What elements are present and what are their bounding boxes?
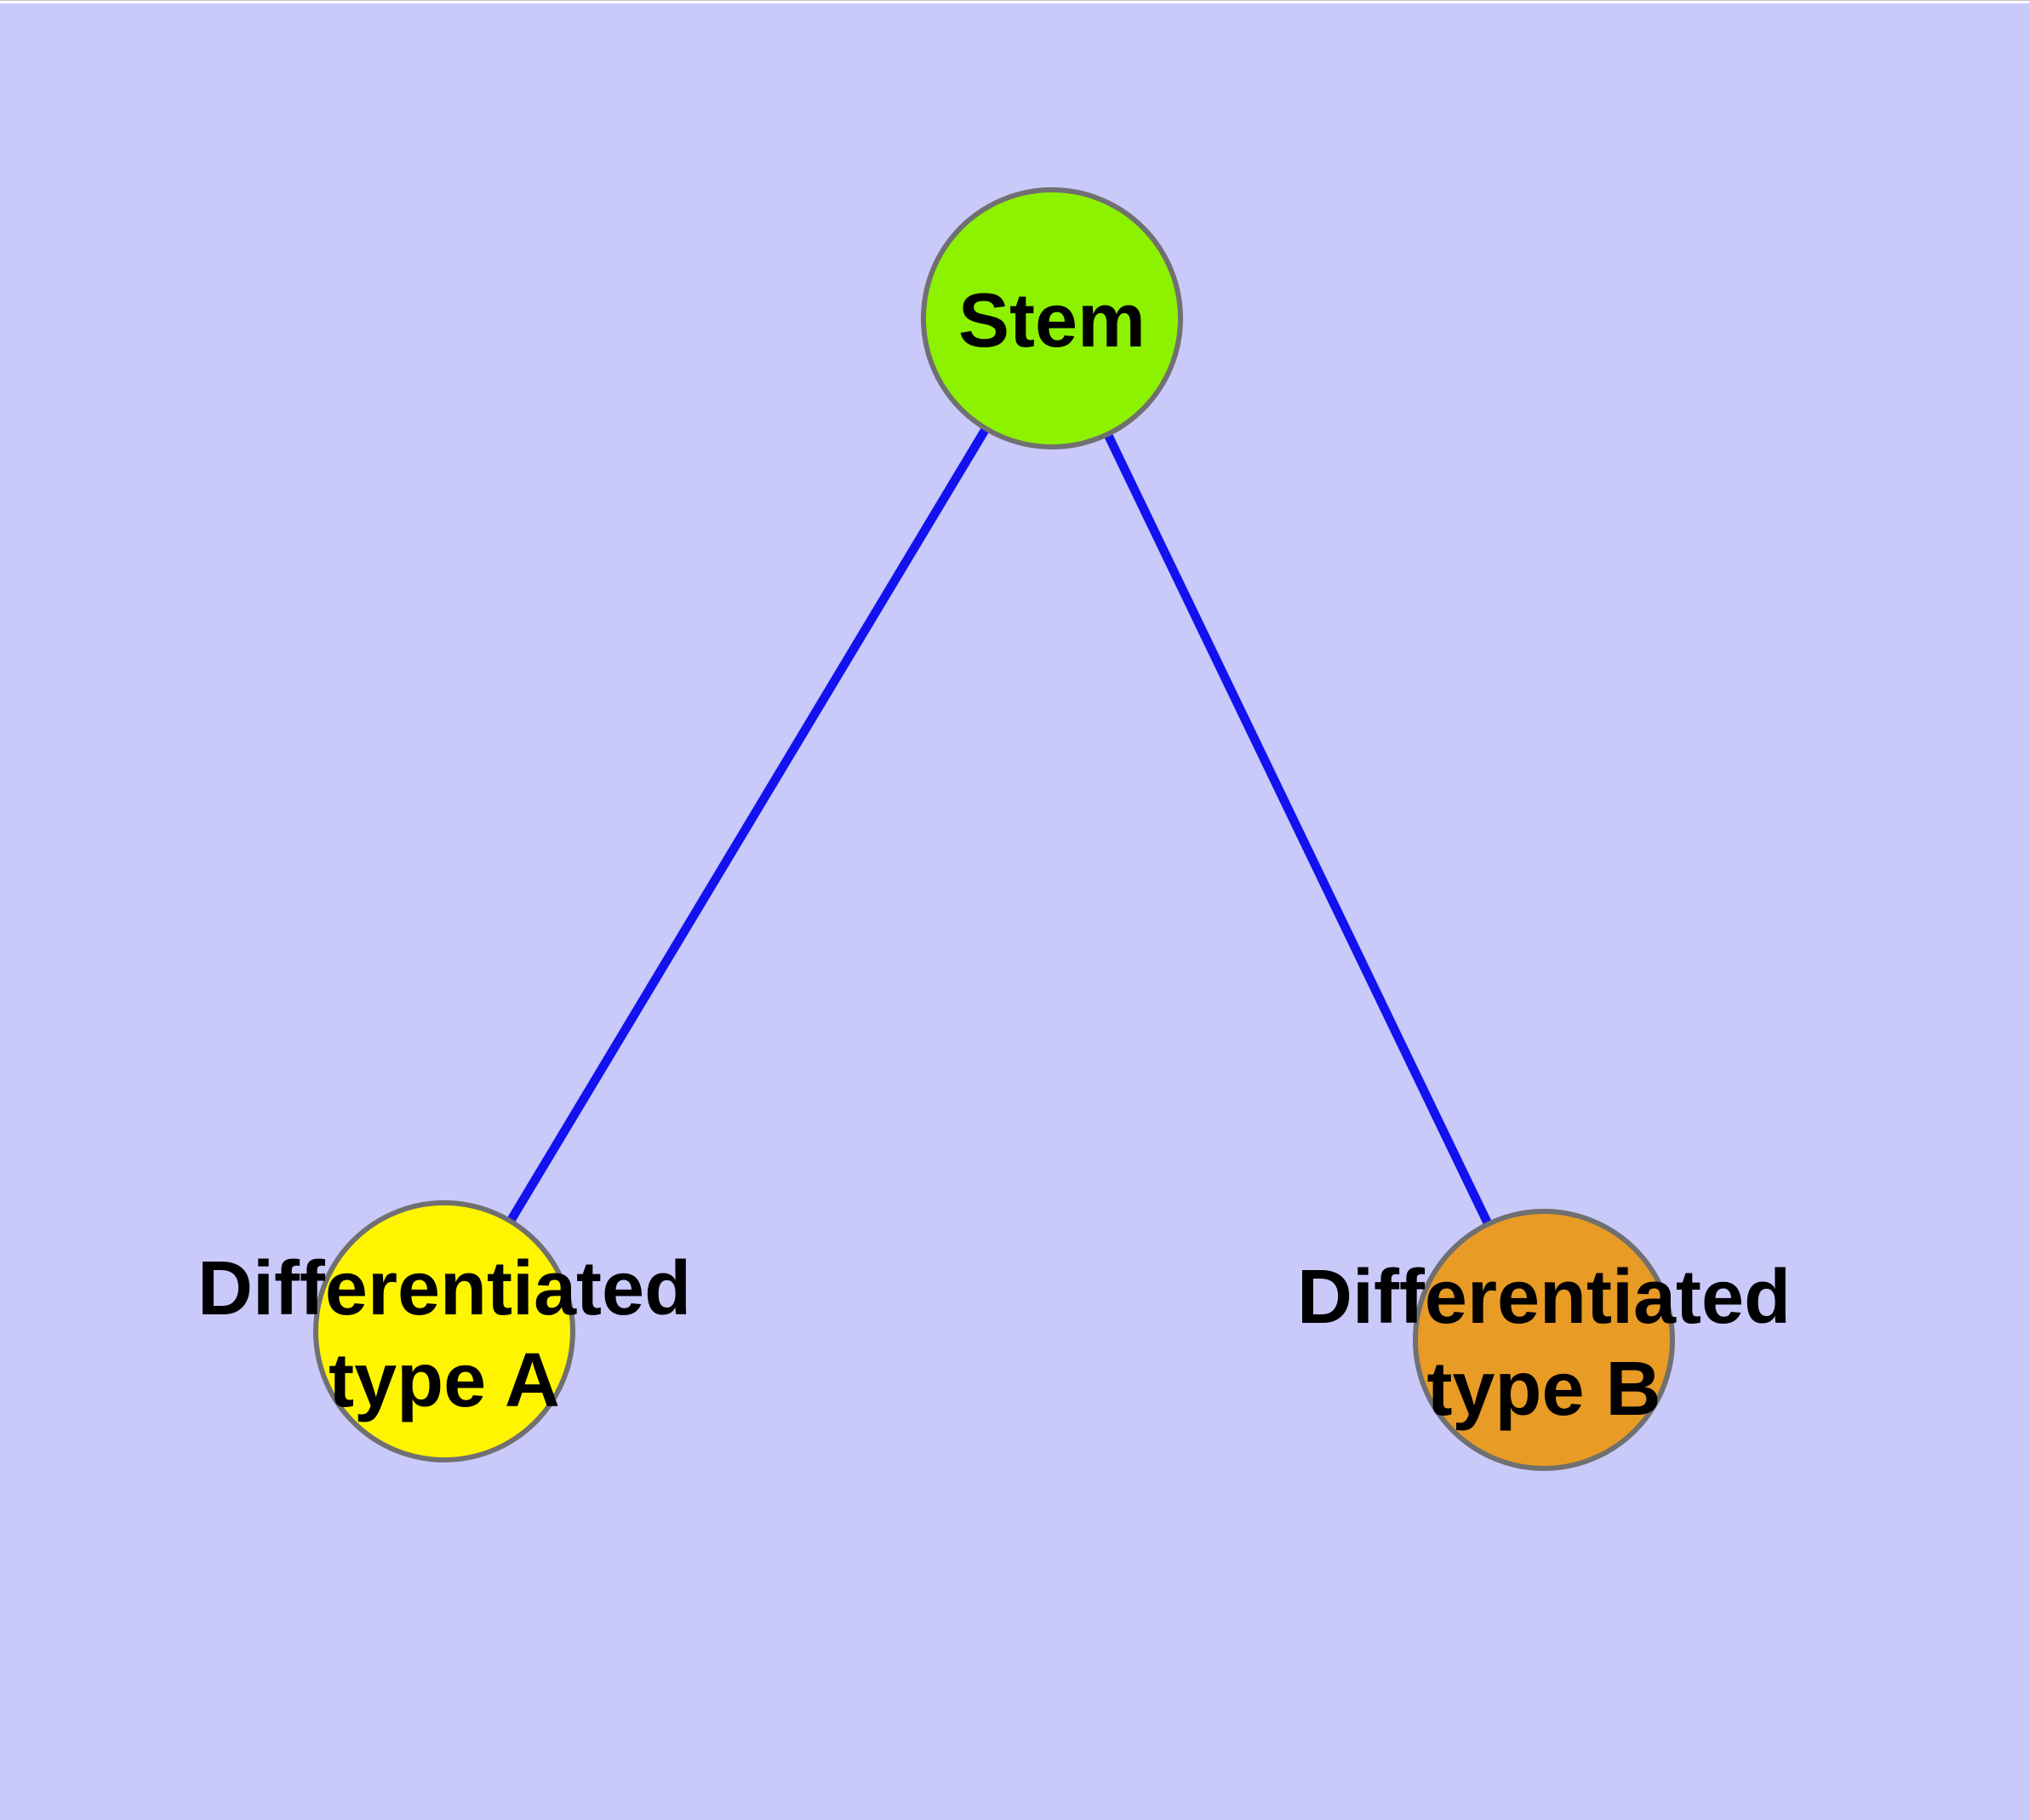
graph-drawing — [313, 187, 1675, 1471]
node-label-stem: Stem — [957, 278, 1146, 363]
top-strip — [0, 0, 2029, 3]
node-label-differentiated-type-a: Differentiated type A — [197, 1246, 692, 1423]
node-differentiated-type-a — [313, 1200, 575, 1462]
edge-stem-to-type-b — [1048, 316, 1548, 1342]
edge-stem-to-type-a — [440, 316, 1056, 1334]
node-differentiated-type-b — [1413, 1209, 1675, 1471]
node-stem — [921, 187, 1183, 449]
node-label-differentiated-type-b: Differentiated type B — [1296, 1255, 1792, 1432]
graph-canvas: Stem Differentiated type A Differentiate… — [0, 3, 2029, 1820]
